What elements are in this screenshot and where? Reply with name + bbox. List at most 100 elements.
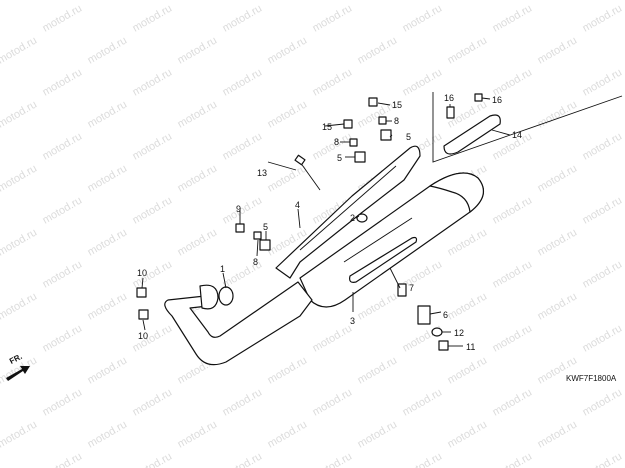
inset-frame <box>432 92 623 163</box>
watermark-text: motod.ru <box>581 66 625 98</box>
watermark-text: motod.ru <box>0 0 39 3</box>
grommet-5a <box>380 129 392 141</box>
watermark-text: motod.ru <box>131 194 175 226</box>
watermark-text: motod.ru <box>446 290 490 322</box>
watermark-text: motod.ru <box>401 2 445 34</box>
collar-8a <box>378 116 387 125</box>
grommet-5b <box>354 151 366 163</box>
watermark-text: motod.ru <box>536 290 580 322</box>
callout-16b: 16 <box>492 95 502 105</box>
watermark-text: motod.ru <box>221 2 265 34</box>
watermark-text: motod.ru <box>131 2 175 34</box>
mounting-plate <box>443 114 501 155</box>
watermark-text: motod.ru <box>581 386 625 418</box>
pipe-flange <box>199 284 219 310</box>
watermark-text: motod.ru <box>311 450 355 468</box>
watermark-text: motod.ru <box>491 386 535 418</box>
bolt-9 <box>235 223 245 233</box>
callout-12: 12 <box>454 328 464 338</box>
watermark-text: motod.ru <box>491 322 535 354</box>
watermark-text: motod.ru <box>221 386 265 418</box>
nut-10a <box>136 287 147 298</box>
watermark-text: motod.ru <box>86 418 130 450</box>
watermark-text: motod.ru <box>311 322 355 354</box>
watermark-text: motod.ru <box>176 162 220 194</box>
watermark-text: motod.ru <box>86 98 130 130</box>
grommet-5c <box>259 239 271 251</box>
watermark-text: motod.ru <box>86 0 130 3</box>
watermark-text: motod.ru <box>0 162 39 194</box>
watermark-text: motod.ru <box>491 2 535 34</box>
watermark-text: motod.ru <box>221 66 265 98</box>
watermark-text: motod.ru <box>581 258 625 290</box>
callout-7: 7 <box>409 283 414 293</box>
watermark-text: motod.ru <box>311 386 355 418</box>
muffler-band <box>343 217 413 263</box>
watermark-text: motod.ru <box>581 450 625 468</box>
watermark-text: motod.ru <box>446 226 490 258</box>
watermark-text: motod.ru <box>86 354 130 386</box>
watermark-text: motod.ru <box>0 98 39 130</box>
callout-11: 11 <box>466 342 475 352</box>
watermark-text: motod.ru <box>356 354 400 386</box>
watermark-text: motod.ru <box>41 130 85 162</box>
bolt-7 <box>397 283 407 297</box>
bolt-16b <box>474 93 483 102</box>
watermark-text: motod.ru <box>221 450 265 468</box>
watermark-text: motod.ru <box>266 418 310 450</box>
watermark-text: motod.ru <box>401 258 445 290</box>
nut-10b <box>138 309 149 320</box>
washer-12 <box>431 327 443 337</box>
callout-4: 4 <box>295 200 300 210</box>
watermark-text: motod.ru <box>491 258 535 290</box>
callout-14: 14 <box>512 130 522 140</box>
leader-lines <box>141 97 511 347</box>
muffler-slot <box>349 236 418 283</box>
watermark-text: motod.ru <box>176 0 220 3</box>
heat-shield-rib <box>299 165 397 251</box>
collar-8c <box>253 231 262 240</box>
callout-16a: 16 <box>444 93 454 103</box>
front-arrow-icon <box>6 366 30 381</box>
watermark-text: motod.ru <box>581 2 625 34</box>
watermark-text: motod.ru <box>401 386 445 418</box>
watermark-text: motod.ru <box>0 290 39 322</box>
watermark-text: motod.ru <box>86 34 130 66</box>
bolt-15b <box>343 119 353 129</box>
watermark-text: motod.ru <box>176 98 220 130</box>
watermark-text: motod.ru <box>446 0 490 3</box>
watermark-text: motod.ru <box>536 162 580 194</box>
watermark-text: motod.ru <box>491 66 535 98</box>
callout-5a: 5 <box>406 132 411 142</box>
callout-15b: 15 <box>322 122 332 132</box>
heat-shield <box>275 145 421 279</box>
watermark-text: motod.ru <box>491 450 535 468</box>
watermark-text: motod.ru <box>41 194 85 226</box>
watermark-text: motod.ru <box>221 130 265 162</box>
watermark-text: motod.ru <box>401 450 445 468</box>
watermark-text: motod.ru <box>536 0 580 3</box>
watermark-text: motod.ru <box>356 418 400 450</box>
rubber-6 <box>417 305 431 325</box>
watermark-text: motod.ru <box>446 418 490 450</box>
watermark-text: motod.ru <box>41 258 85 290</box>
long-bolt <box>299 161 321 191</box>
watermark-text: motod.ru <box>176 34 220 66</box>
watermark-text: motod.ru <box>176 418 220 450</box>
watermark-text: motod.ru <box>311 2 355 34</box>
callout-6: 6 <box>443 310 448 320</box>
exhaust-pipe <box>164 281 313 366</box>
callout-5c: 5 <box>263 222 268 232</box>
watermark-text: motod.ru <box>446 34 490 66</box>
watermark-text: motod.ru <box>131 450 175 468</box>
callout-10b: 10 <box>138 331 148 341</box>
watermark-text: motod.ru <box>131 386 175 418</box>
watermark-text: motod.ru <box>86 290 130 322</box>
watermark-text: motod.ru <box>0 226 39 258</box>
watermark-text: motod.ru <box>536 418 580 450</box>
watermark-text: motod.ru <box>41 66 85 98</box>
watermark-text: motod.ru <box>356 0 400 3</box>
watermark-text: motod.ru <box>41 386 85 418</box>
callout-1: 1 <box>220 264 225 274</box>
watermark-text: motod.ru <box>536 34 580 66</box>
